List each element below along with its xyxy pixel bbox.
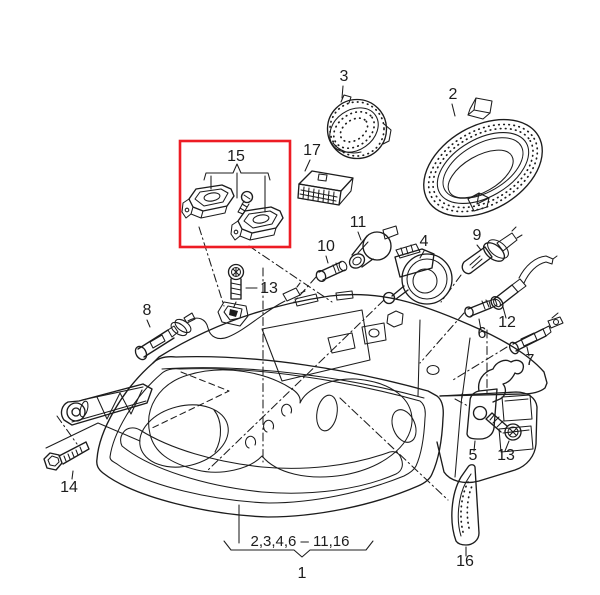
part-9-halogen-bulb-drawing <box>461 226 523 275</box>
part-label-16[interactable]: 16 <box>456 553 474 570</box>
part-label-3[interactable]: 3 <box>340 68 349 85</box>
part-17-connector-drawing <box>297 159 354 206</box>
part-5-bracket-drawing <box>466 359 525 452</box>
part-label-14[interactable]: 14 <box>60 479 78 496</box>
part-label-2[interactable]: 2 <box>449 86 458 103</box>
part-12-socket-cable-drawing <box>490 255 558 319</box>
part-11-socket-drawing <box>348 225 399 269</box>
part-label-13-right[interactable]: 13 <box>497 447 515 464</box>
part-label-13-top[interactable]: 13 <box>260 280 278 297</box>
part-label-15[interactable]: 15 <box>227 148 245 165</box>
part-15-clip-kit-drawing <box>181 163 284 241</box>
part-7-bulb-holder-drawing <box>508 312 564 357</box>
part-label-8[interactable]: 8 <box>143 302 152 319</box>
part-label-1[interactable]: 1 <box>298 565 307 582</box>
part-8-bulb-holder-drawing <box>134 282 306 361</box>
part-labels: 3 2 17 15 11 10 4 9 13 8 6 12 7 5 13 14 … <box>60 68 534 582</box>
part-label-9[interactable]: 9 <box>473 227 482 244</box>
highlight-box-part-15 <box>178 139 292 249</box>
part-1-headlight-assembly-drawing <box>45 290 548 518</box>
part-13-screw-top-drawing <box>227 263 258 300</box>
part-2-seal-ring-drawing <box>423 97 543 218</box>
part-label-17[interactable]: 17 <box>303 142 321 159</box>
part-label-6[interactable]: 6 <box>478 325 487 342</box>
part-label-12[interactable]: 12 <box>498 314 516 331</box>
part-10-bulb-drawing <box>315 255 348 283</box>
part-3-sealing-cap-drawing <box>326 85 392 160</box>
part-label-5[interactable]: 5 <box>469 447 478 464</box>
part-label-10[interactable]: 10 <box>317 238 335 255</box>
group-range-text: 2,3,4,6 – 11,16 <box>251 533 350 550</box>
leader-lines <box>56 226 508 501</box>
part-label-11[interactable]: 11 <box>350 214 367 231</box>
part-13-screw-right-drawing <box>485 412 522 452</box>
part-4-leveling-motor-drawing <box>382 243 453 305</box>
part-16-trim-strip-drawing <box>451 464 480 557</box>
part-6-wedge-bulb-drawing <box>464 298 498 331</box>
assembly-brace <box>223 504 374 558</box>
part-14-hex-bolt-drawing <box>43 441 90 480</box>
part-label-4[interactable]: 4 <box>420 233 429 250</box>
part-label-7[interactable]: 7 <box>526 352 535 369</box>
